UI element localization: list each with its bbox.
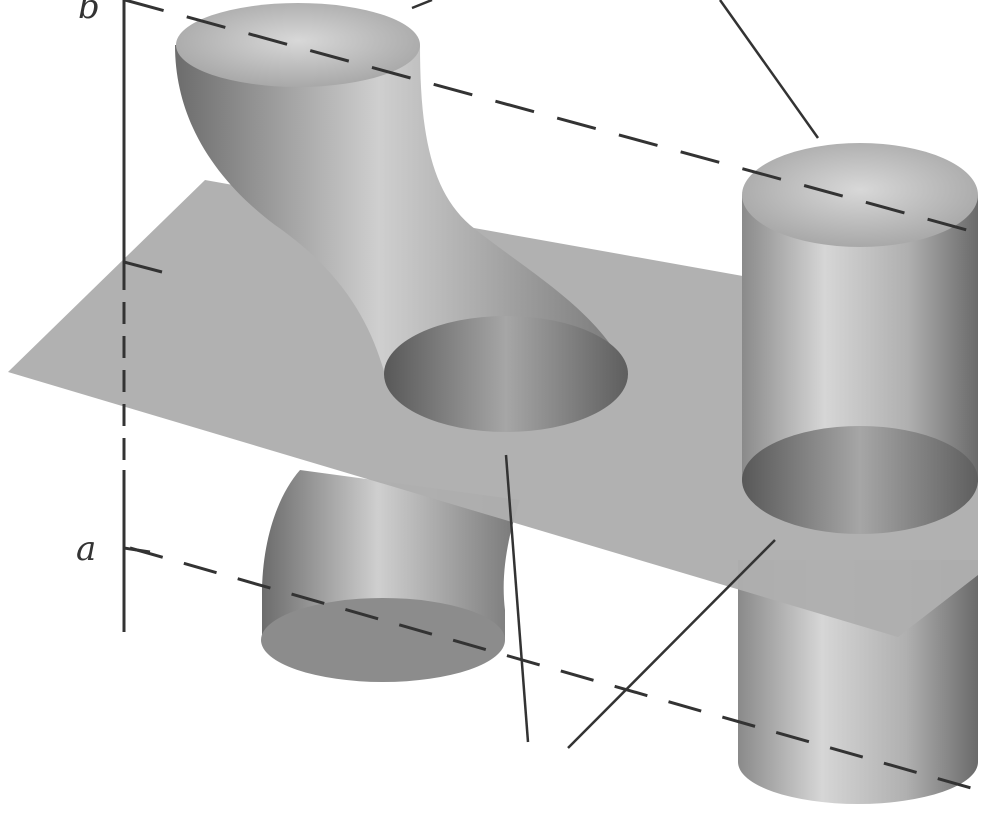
leader-line-top bbox=[718, 0, 820, 139]
cylinder-cross-section bbox=[742, 426, 978, 534]
cylinder-upper-body bbox=[742, 195, 978, 482]
leader-line-left-section bbox=[504, 454, 530, 743]
level-a-dashed-line bbox=[129, 546, 986, 794]
label-a: a bbox=[76, 529, 96, 569]
leader-line-top-left bbox=[411, 0, 433, 10]
twisted-solid-upper-body bbox=[175, 45, 628, 375]
label-b: b bbox=[78, 0, 100, 27]
twisted-solid-cross-section bbox=[384, 316, 628, 432]
level-b-dashed-line bbox=[124, 0, 989, 238]
leader-line-right-section bbox=[567, 539, 776, 749]
axis-tick-plane bbox=[123, 260, 163, 274]
twisted-solid-base bbox=[261, 598, 505, 682]
cylinder-top-face bbox=[742, 143, 978, 247]
axis-tick-a bbox=[123, 546, 151, 554]
twisted-solid-top-face bbox=[176, 3, 420, 87]
